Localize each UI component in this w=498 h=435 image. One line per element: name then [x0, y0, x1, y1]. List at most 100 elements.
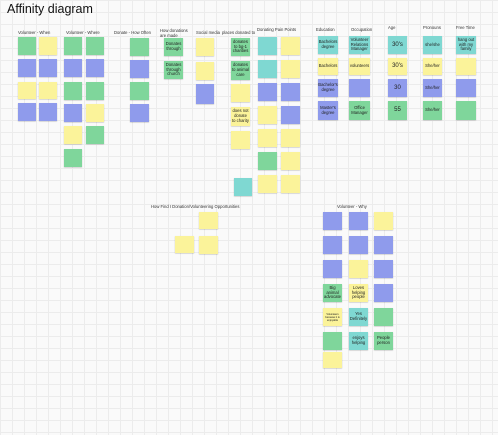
sticky-note[interactable] [199, 236, 218, 254]
sticky-note[interactable] [199, 212, 218, 229]
sticky-note[interactable] [281, 60, 300, 78]
sticky-note[interactable] [18, 37, 36, 55]
sticky-note[interactable]: hang out with my family [456, 36, 476, 54]
sticky-note[interactable] [39, 59, 57, 77]
sticky-note[interactable] [349, 79, 370, 97]
sticky-note[interactable] [64, 37, 82, 55]
sticky-note[interactable]: Big animal advocate [323, 284, 342, 302]
sticky-note[interactable] [349, 260, 368, 278]
sticky-note[interactable] [86, 82, 104, 100]
sticky-note[interactable] [196, 84, 214, 104]
sticky-note[interactable] [39, 103, 57, 121]
sticky-note[interactable] [64, 149, 82, 167]
sticky-note[interactable] [281, 83, 300, 101]
sticky-note[interactable]: Yes Definitely [349, 308, 368, 326]
sticky-note[interactable] [196, 62, 214, 80]
sticky-note[interactable] [86, 126, 104, 144]
header-volunteer-why: Volunteer - Why [337, 204, 367, 209]
sticky-note[interactable] [175, 236, 194, 253]
sticky-note[interactable] [374, 284, 393, 302]
sticky-note[interactable] [281, 175, 300, 193]
sticky-note[interactable] [231, 84, 250, 102]
header-social-media: Social media [196, 30, 220, 35]
sticky-note[interactable] [258, 152, 277, 170]
sticky-note[interactable]: Donates through church [164, 61, 183, 79]
sticky-note[interactable] [258, 37, 277, 55]
sticky-note[interactable] [374, 212, 393, 230]
sticky-note[interactable] [323, 352, 342, 368]
sticky-note[interactable] [196, 38, 214, 56]
sticky-note[interactable] [18, 103, 36, 121]
header-how-donations-made: How donations are made [160, 28, 188, 38]
sticky-note[interactable]: volunteers [349, 58, 370, 75]
sticky-note[interactable] [323, 236, 342, 254]
sticky-note[interactable] [86, 37, 104, 55]
sticky-note[interactable]: Master's degree [318, 101, 338, 120]
sticky-note[interactable] [130, 82, 149, 100]
sticky-note[interactable] [323, 212, 342, 230]
sticky-note[interactable] [456, 79, 476, 97]
sticky-note[interactable] [258, 106, 277, 124]
sticky-note[interactable]: 30 [388, 79, 407, 97]
sticky-note[interactable] [323, 332, 342, 350]
header-free-time: Free Time [456, 25, 475, 30]
sticky-note[interactable] [281, 37, 300, 55]
sticky-note[interactable] [281, 129, 300, 147]
sticky-note[interactable]: Bachelors [318, 58, 338, 75]
sticky-note[interactable]: She/her [423, 79, 442, 97]
sticky-note[interactable] [323, 260, 342, 278]
sticky-note[interactable] [374, 236, 393, 254]
sticky-note[interactable] [130, 38, 149, 56]
sticky-note[interactable]: Donates through [164, 38, 183, 56]
sticky-note[interactable]: donates to animal care [231, 61, 250, 80]
header-age: Age [388, 25, 396, 30]
sticky-note[interactable]: 55 [388, 101, 407, 120]
sticky-note[interactable] [456, 101, 476, 120]
header-places-donated-to: places donated to [222, 30, 256, 35]
sticky-note[interactable] [39, 37, 57, 55]
sticky-note[interactable] [18, 82, 36, 99]
sticky-note[interactable] [374, 308, 393, 326]
sticky-note[interactable] [18, 59, 36, 77]
sticky-note[interactable] [86, 104, 104, 122]
sticky-note[interactable]: she/she [423, 36, 442, 54]
sticky-note[interactable] [258, 129, 277, 147]
header-education: Education [316, 27, 335, 32]
sticky-note[interactable] [64, 126, 82, 144]
sticky-note[interactable]: does not donate to charity [231, 107, 250, 126]
sticky-note[interactable]: Loves helping people [349, 284, 368, 302]
sticky-note[interactable]: 30's [388, 58, 407, 75]
sticky-note[interactable] [258, 83, 277, 101]
sticky-note[interactable] [130, 104, 149, 122]
sticky-note[interactable] [258, 60, 277, 78]
sticky-note[interactable] [64, 104, 82, 122]
sticky-note[interactable] [86, 59, 104, 77]
sticky-note[interactable] [349, 212, 368, 230]
sticky-note[interactable]: Bachelors degree [318, 36, 338, 54]
sticky-note[interactable] [258, 175, 277, 193]
sticky-note[interactable]: People person [374, 332, 393, 350]
sticky-note[interactable] [374, 260, 393, 278]
sticky-note[interactable] [456, 58, 476, 75]
sticky-note[interactable]: 30's [388, 36, 407, 54]
sticky-note[interactable] [231, 131, 250, 149]
sticky-note[interactable]: donates to bg-1 charities [231, 38, 250, 56]
sticky-note[interactable] [130, 60, 149, 78]
sticky-note[interactable]: enjoys helping [349, 332, 368, 350]
sticky-note[interactable]: She/her [423, 58, 442, 75]
sticky-note[interactable] [64, 82, 82, 100]
sticky-note[interactable]: Volunteer Relations Manager [349, 36, 370, 54]
sticky-note[interactable] [281, 152, 300, 170]
sticky-note[interactable]: Bachelor's degree [318, 79, 338, 97]
sticky-note[interactable]: She/her [423, 101, 442, 120]
sticky-note[interactable]: Volunteers because it is enjoyable [323, 308, 342, 326]
sticky-note[interactable] [39, 82, 57, 99]
sticky-note[interactable]: Office Manager [349, 101, 370, 120]
board-title: Affinity diagram [7, 2, 93, 16]
sticky-note[interactable] [281, 106, 300, 124]
sticky-note[interactable] [349, 236, 368, 254]
sticky-note[interactable] [64, 59, 82, 77]
header-how-find-opportunities: How Find I Donation/Volunteering Opportu… [151, 204, 240, 209]
sticky-note[interactable] [234, 178, 252, 196]
